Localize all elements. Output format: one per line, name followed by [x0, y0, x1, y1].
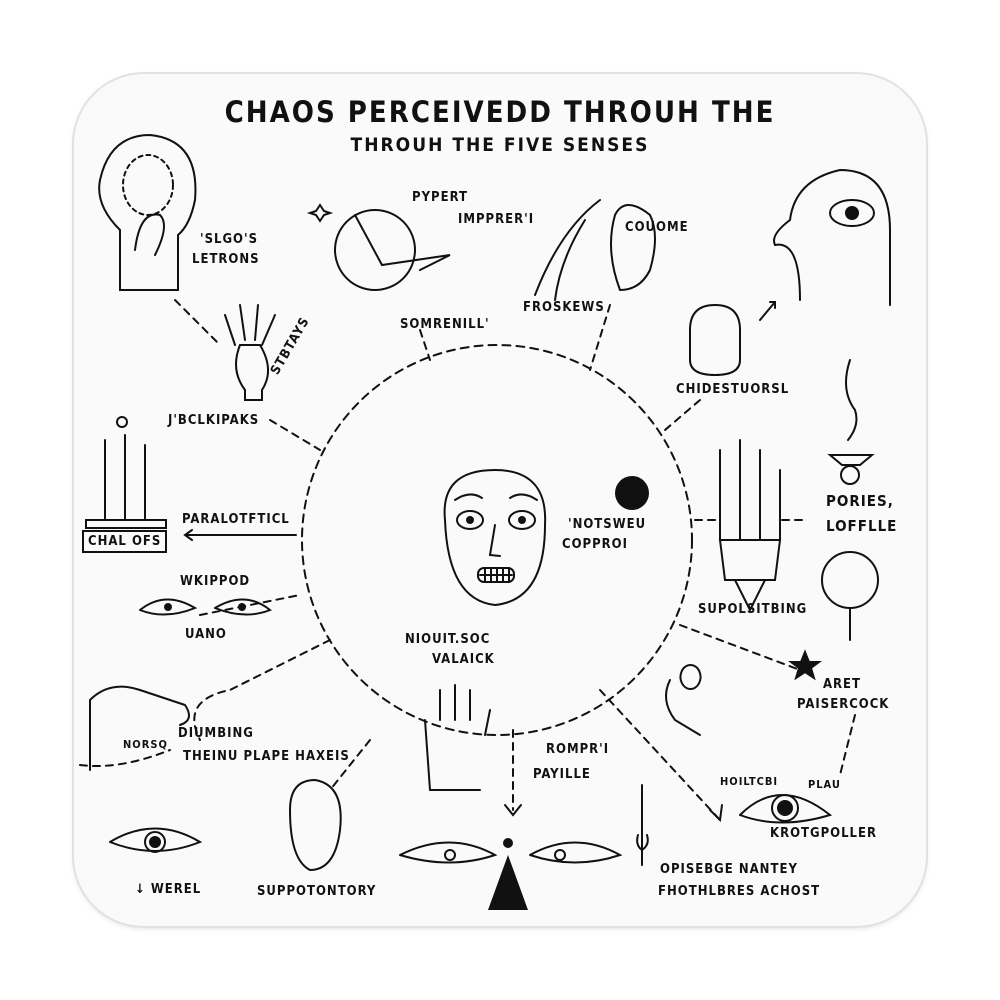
label-impprer: IMPPRER'I [458, 212, 535, 227]
ear-drawing [98, 133, 197, 291]
woman-face-drawing [289, 778, 342, 872]
label-pories: PORIES, [826, 492, 894, 510]
glove-hand-drawing [718, 439, 782, 613]
label-jbclkipaks: J'BCLKIPAKS [168, 413, 260, 428]
label-uano: UANO [185, 627, 227, 642]
label-chidestuorsl: CHIDESTUORSL [676, 382, 790, 397]
label-aret: ARET [823, 677, 862, 692]
stem-drawing [636, 784, 649, 866]
label-letrons: LETRONS [192, 252, 260, 267]
label-supolsitbing: SUPOLSITBING [698, 602, 808, 617]
black-dot [615, 476, 649, 510]
label-rompr: ROMPR'I [546, 742, 610, 757]
clock-drawing [306, 203, 451, 291]
label-krotgpoller: KROTGPOLLER [770, 826, 878, 841]
star-icon [788, 649, 822, 681]
label-niouitsoc: NIOUIT.SOC [405, 632, 491, 647]
third-eye-drawing [399, 838, 623, 910]
label-lofflle: LOFFLLE [826, 517, 898, 535]
label-norsq: NORSQ [123, 738, 168, 751]
label-fhothlbres: FHOTHLBRES ACHOST [658, 884, 821, 899]
label-froskews: FROSKEWS [523, 300, 605, 315]
touching-hands-drawing [89, 664, 702, 791]
profile-head-drawing [773, 168, 891, 306]
label-paralotfticl: PARALOTFTICL [182, 512, 290, 527]
label-diumbing: DIUMBING [178, 726, 254, 741]
central-dashed-circle [301, 344, 693, 736]
page-subtitle: THROUH THE FIVE SENSES [350, 134, 650, 156]
label-suppotontory: SUPPOTONTORY [257, 884, 377, 899]
label-couome: COUOME [625, 220, 689, 235]
eye-right-drawing [739, 794, 833, 824]
plant-drawing [85, 416, 167, 529]
open-eye-drawing [109, 827, 203, 853]
incense-drawing [821, 359, 879, 641]
label-notsweu: 'NOTSWEU [568, 517, 647, 532]
glowing-head-drawing [689, 301, 776, 377]
label-hoiltcbi: HOILTCBI [720, 775, 779, 788]
label-wkippod: WKIPPOD [180, 574, 251, 589]
label-valaick: VALAICK [432, 652, 495, 667]
coaster-background [74, 74, 926, 926]
woman-hair-drawing [534, 199, 656, 301]
label-copproi: COPPROI [562, 537, 628, 552]
label-plau: PLAU [808, 778, 841, 791]
label-slgos: 'SLGO'S [200, 232, 258, 247]
label-opisebge: OPISEBGE NANTEY [660, 862, 798, 877]
hand-drawing [224, 304, 276, 401]
label-theinu: THEINU PLAPE HAXEIS [183, 749, 350, 764]
page-title: CHAOS PERCEIVEDD THROUH THE [224, 95, 776, 129]
central-face [443, 468, 547, 607]
label-chalofs: CHAL OFS [82, 530, 168, 553]
label-werel: ↓ WEREL [135, 882, 202, 897]
label-paisercock: PAISERCOCK [797, 697, 890, 712]
closed-eyes-drawing [139, 598, 272, 616]
label-somrenill: SOMRENILL' [400, 317, 490, 332]
dashed-connectors [79, 299, 856, 821]
label-pypert: PYPERT [412, 190, 469, 205]
label-payille: PAYILLE [533, 767, 591, 782]
